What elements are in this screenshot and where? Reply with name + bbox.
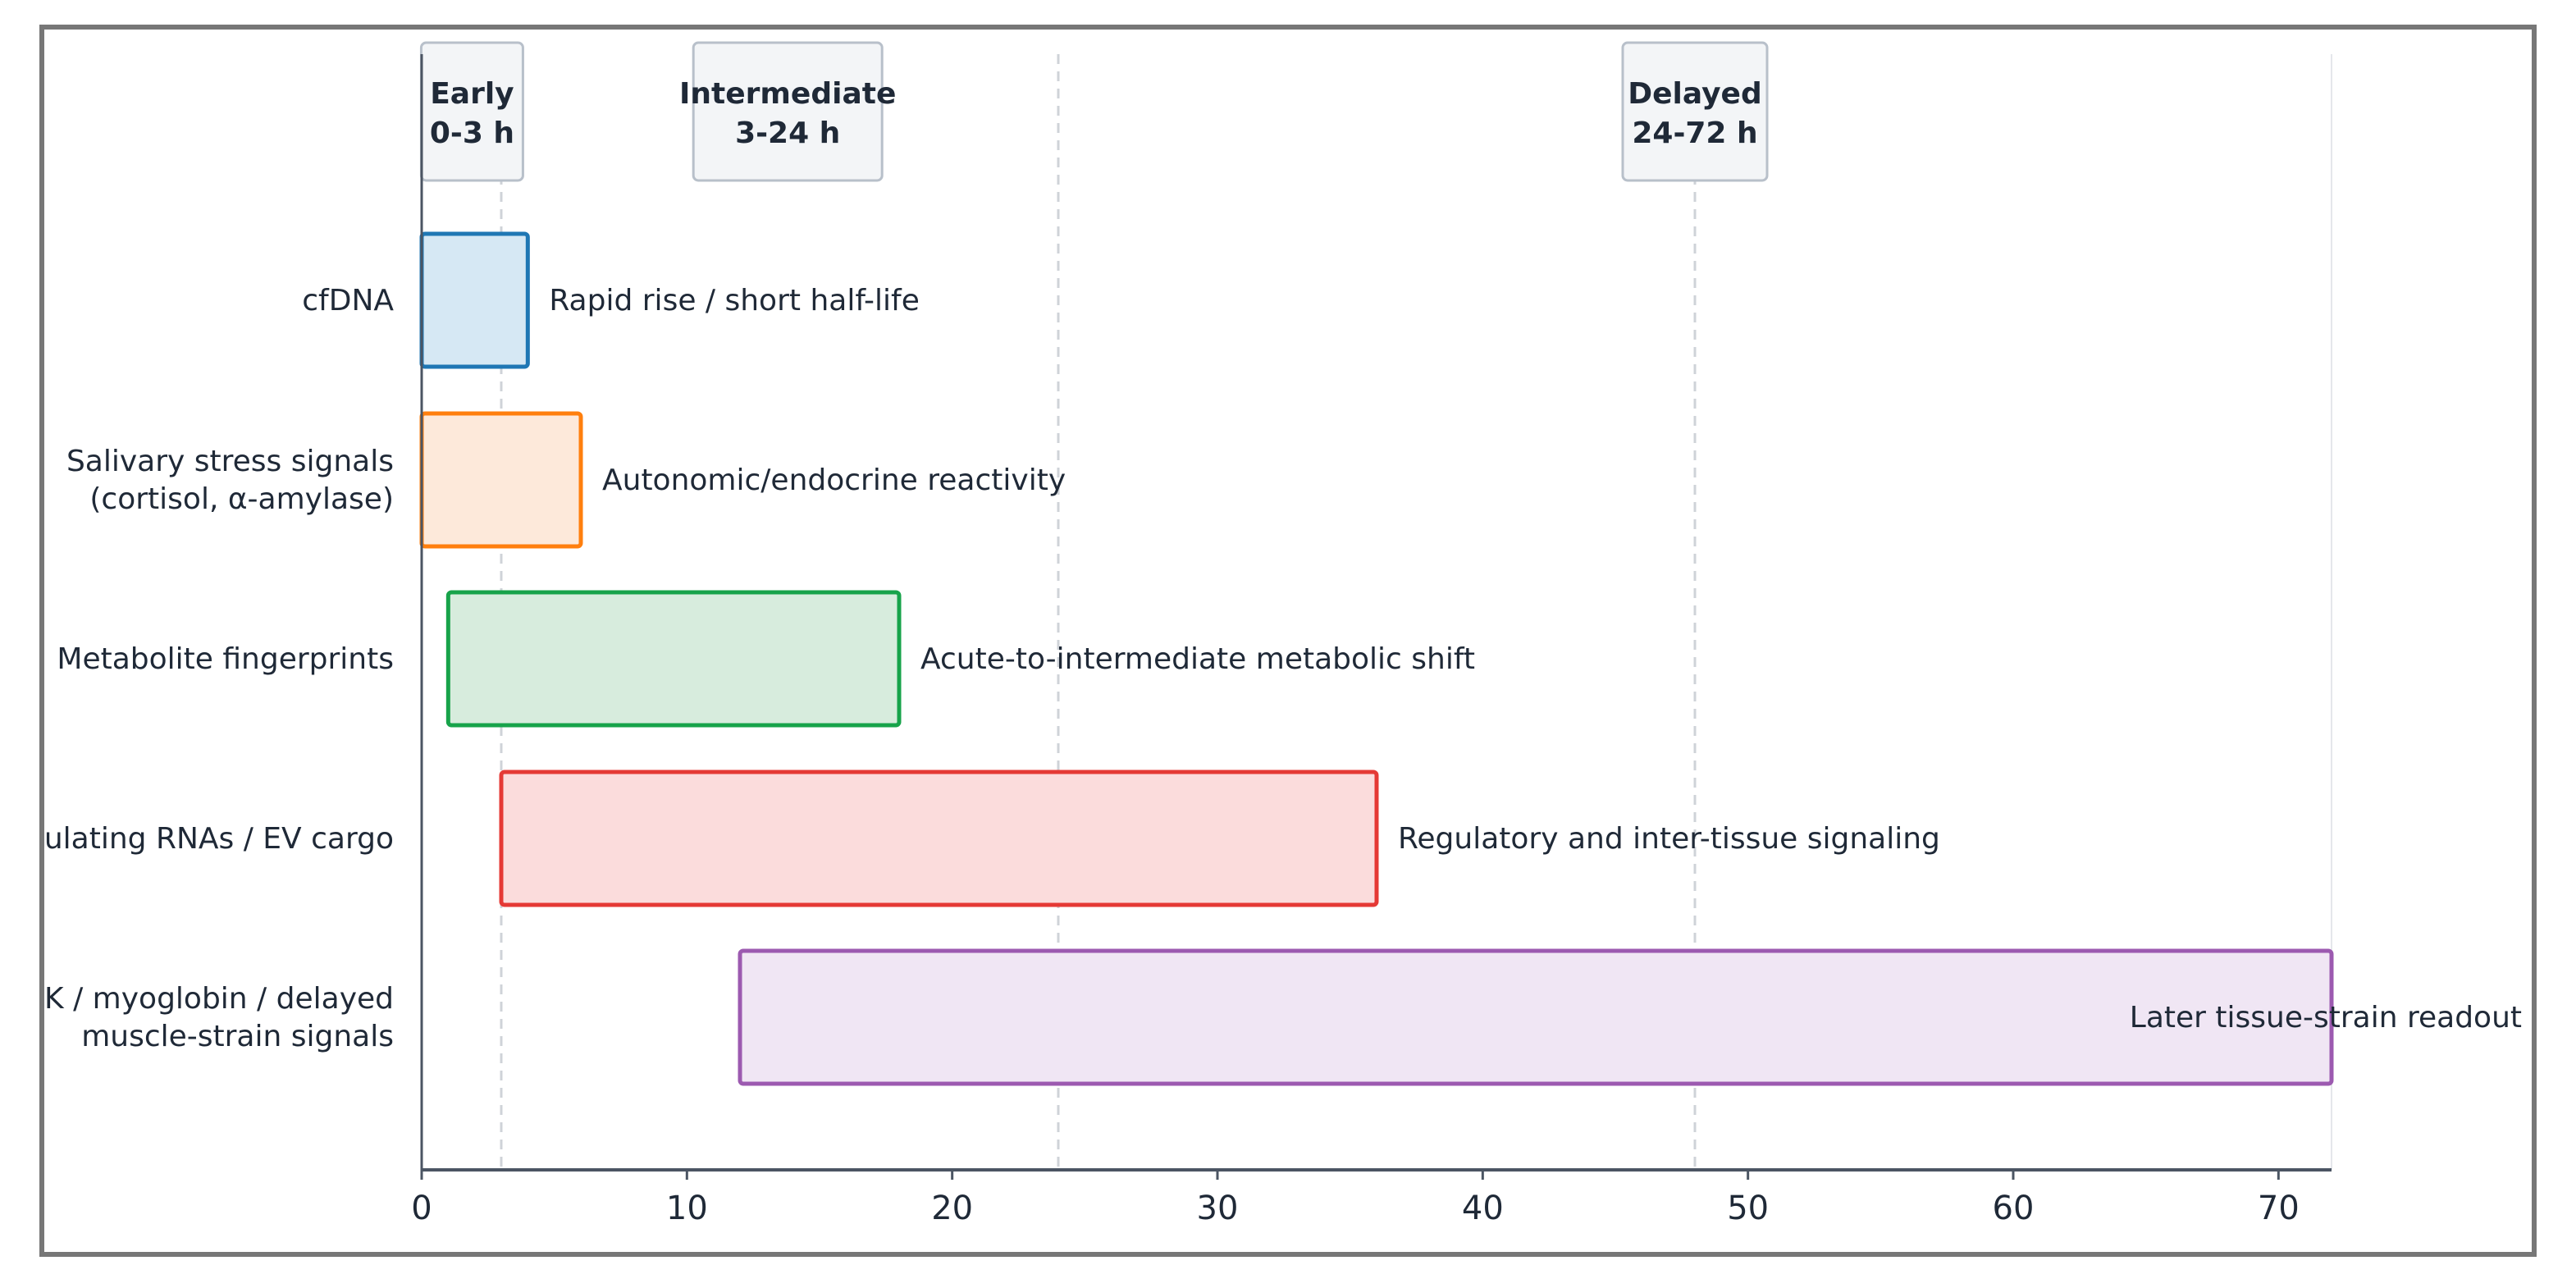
phase-name: Delayed	[1628, 77, 1761, 111]
phase-range: 24-72 h	[1632, 116, 1757, 150]
bar	[419, 411, 583, 549]
x-tick-label: 50	[1727, 1190, 1769, 1227]
x-tick-label: 30	[1197, 1190, 1239, 1227]
bar	[738, 948, 2334, 1086]
x-tick-label: 10	[666, 1190, 708, 1227]
phase-name: Early	[430, 77, 514, 111]
chart-frame: Early 0-3 h Intermediate 3-24 h Delayed 24-72…	[39, 25, 2537, 1257]
phase-range: 0-3 h	[430, 116, 514, 150]
bar	[419, 231, 530, 369]
phase-box	[419, 41, 524, 182]
x-tick-label: 0	[411, 1190, 432, 1227]
x-tick-label: 60	[1993, 1190, 2035, 1227]
category-label: Metabolite fingerprints	[57, 642, 394, 676]
chart: Early 0-3 h Intermediate 3-24 h Delayed 24-72…	[44, 41, 2522, 1227]
bar-label: Later tissue-strain readout	[2130, 1001, 2522, 1035]
bar-label: Rapid rise / short half-life	[549, 284, 920, 317]
phase-range: 3-24 h	[735, 116, 840, 150]
category-label: Circulating RNAs / EV cargo	[44, 822, 394, 856]
x-tick-label: 70	[2258, 1190, 2300, 1227]
x-tick-label: 20	[931, 1190, 973, 1227]
bar	[445, 590, 902, 728]
category-label: Salivary stress signals(cortisol, α-amyl…	[66, 445, 394, 516]
bar-label: Regulatory and inter-tissue signaling	[1398, 822, 1940, 856]
category-label: cfDNA	[302, 284, 394, 317]
phase-box	[692, 41, 884, 182]
bar-label: Acute-to-intermediate metabolic shift	[920, 642, 1475, 676]
bar	[499, 770, 1379, 907]
phase-box	[1621, 41, 1769, 182]
phase-name: Intermediate	[679, 77, 896, 111]
x-tick-label: 40	[1462, 1190, 1504, 1227]
bar-label: Autonomic/endocrine reactivity	[602, 464, 1066, 497]
